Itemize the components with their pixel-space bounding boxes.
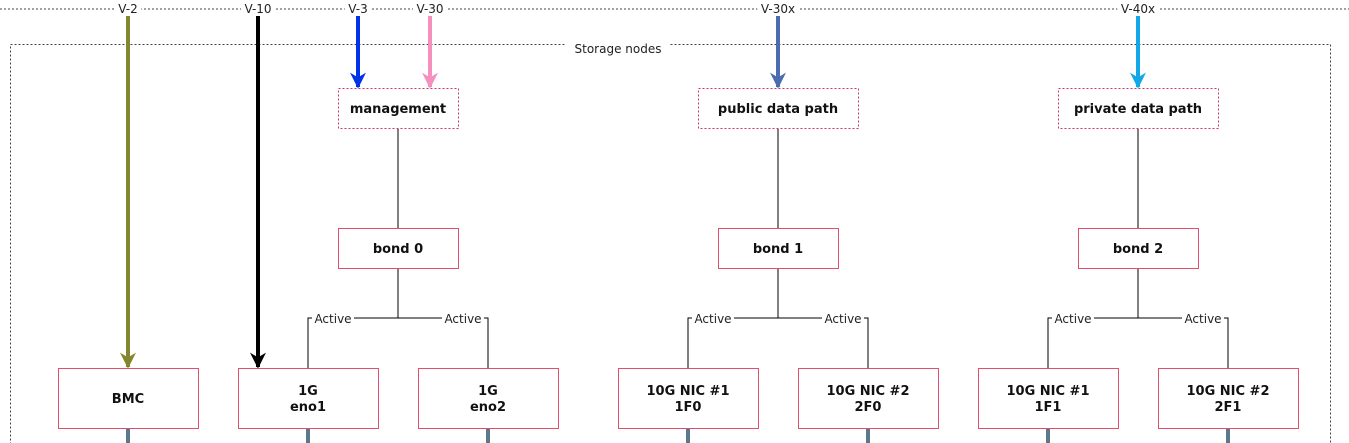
vlan-label-bg [241, 2, 275, 15]
vlan-label-bg [344, 2, 372, 15]
interface-box-1f0-label: 10G NIC #1 [646, 384, 729, 399]
interface-box-eno2-label: eno2 [470, 400, 506, 415]
vlan-label-v30x: V-30x [761, 2, 795, 16]
bond-box-bond2: bond 2 [1078, 228, 1199, 269]
interface-box-1f1-label: 10G NIC #1 [1006, 384, 1089, 399]
link-label-bg [692, 311, 734, 324]
interface-box-2f1-label: 2F1 [1215, 400, 1242, 415]
link-label-bond1-left: Active [694, 312, 731, 326]
network-box-management: management [338, 88, 459, 129]
bond-tree-bond0: Active Active [307, 268, 489, 368]
storage-nodes-group [10, 44, 1331, 443]
connectors: Active Active Active Active Active Active [126, 128, 1230, 443]
vlan-v3: V-3 [344, 2, 372, 89]
vlan-label-bg [114, 2, 142, 15]
bond-box-bond0-label: bond 0 [373, 242, 423, 257]
network-box-management-label: management [350, 102, 446, 117]
bond-tree-bond1: Active Active [687, 268, 869, 368]
bond-box-bond0: bond 0 [338, 228, 459, 269]
interface-box-bmc: BMC [58, 368, 199, 429]
network-box-public-data: public data path [698, 88, 859, 129]
group-label-bg [566, 38, 670, 52]
interface-box-1f1-label: 1F1 [1035, 400, 1062, 415]
interface-box-bmc-label: BMC [112, 392, 144, 407]
bond-tree-bond2: Active Active [1047, 268, 1229, 368]
interface-box-2f0-label: 10G NIC #2 [826, 384, 909, 399]
link-label-bg [442, 311, 484, 324]
vlan-v30: V-30 [413, 2, 447, 89]
link-label-bond2-right: Active [1184, 312, 1221, 326]
vlan-v30x: V-30x [757, 2, 799, 89]
link-label-bg [1052, 311, 1094, 324]
vlan-label-bg [757, 2, 799, 15]
vlan-v40x: V-40x [1117, 2, 1159, 89]
boxes: management public data path private data p… [58, 88, 1299, 429]
network-box-private-data: private data path [1058, 88, 1219, 129]
network-box-private-data-label: private data path [1074, 102, 1202, 117]
link-label-bg [312, 311, 354, 324]
group-label: Storage nodes [575, 42, 662, 56]
interface-box-2f0-label: 2F0 [855, 400, 882, 415]
vlan-label-bg [1117, 2, 1159, 15]
interface-box-1f0-label: 1F0 [675, 400, 702, 415]
vlan-label-v30: V-30 [416, 2, 443, 16]
bond-box-bond1: bond 1 [718, 228, 839, 269]
vlan-label-bg [413, 2, 447, 15]
vlan-label-v10: V-10 [244, 2, 271, 16]
network-box-public-data-label: public data path [718, 102, 838, 117]
interface-box-2f1-label: 10G NIC #2 [1186, 384, 1269, 399]
vlan-v2: V-2 [114, 2, 142, 369]
link-label-bg [822, 311, 864, 324]
link-label-bond2-left: Active [1054, 312, 1091, 326]
interface-box-eno2-label: 1G [478, 384, 498, 399]
vlan-label-v3: V-3 [348, 2, 367, 16]
bond-box-bond2-label: bond 2 [1113, 242, 1163, 257]
vlan-v10: V-10 [241, 2, 275, 369]
link-label-bond1-right: Active [824, 312, 861, 326]
interface-box-eno1-label: eno1 [290, 400, 326, 415]
interface-box-eno1-label: 1G [298, 384, 318, 399]
link-label-bond0-right: Active [444, 312, 481, 326]
bond-box-bond1-label: bond 1 [753, 242, 803, 257]
vlan-arrows: V-2 V-10 V-3 V-30 V-30x V-40x [114, 2, 1159, 369]
vlan-label-v40x: V-40x [1121, 2, 1155, 16]
link-label-bond0-left: Active [314, 312, 351, 326]
vlan-label-v2: V-2 [118, 2, 137, 16]
link-label-bg [1182, 311, 1224, 324]
